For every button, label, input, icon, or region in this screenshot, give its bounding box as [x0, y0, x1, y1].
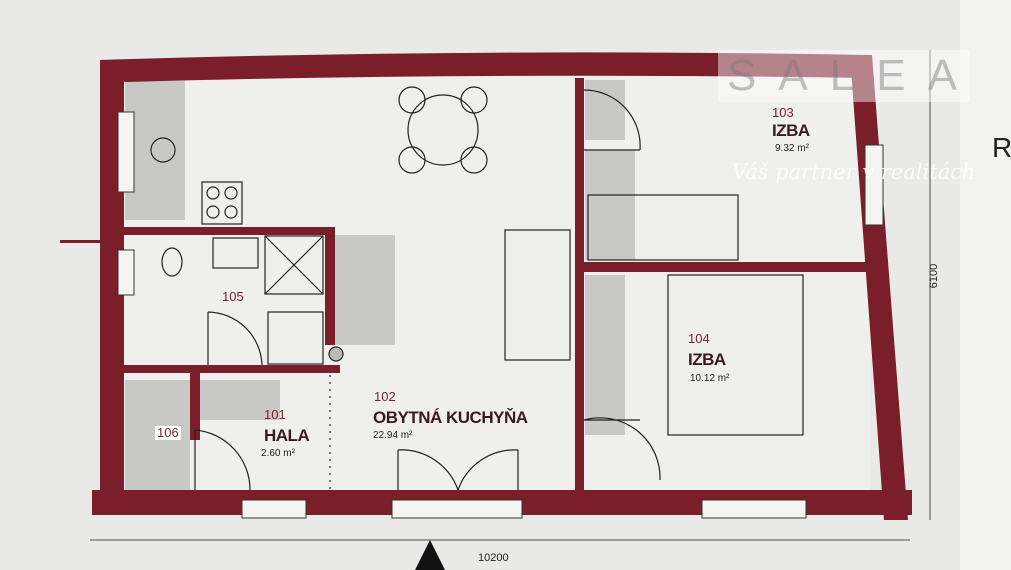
- hall-wall: [190, 365, 200, 440]
- window: [117, 249, 135, 296]
- room-104-name: IZBA: [688, 350, 726, 369]
- room-104-number: 104: [688, 331, 710, 346]
- section-line: [60, 240, 120, 243]
- stove: [201, 181, 243, 225]
- logo-letter: A: [927, 51, 961, 100]
- window: [241, 499, 307, 519]
- logo-letter: S: [727, 51, 761, 100]
- toilet: [161, 247, 183, 277]
- logo-letter: A: [778, 51, 812, 100]
- door: [207, 311, 263, 366]
- shower: [264, 235, 324, 295]
- logo-letter: E: [876, 51, 910, 100]
- room-102-area: 22.94 m²: [373, 430, 413, 441]
- door: [397, 449, 459, 491]
- window: [864, 144, 884, 226]
- room-103-number: 103: [772, 105, 794, 120]
- partition-wall-rooms: [578, 262, 868, 272]
- room-101-area: 2.60 m²: [261, 448, 295, 459]
- boiler: [328, 346, 344, 362]
- room-102-number: 102: [374, 389, 396, 404]
- washing-machine: [267, 311, 324, 365]
- partition-wall-vertical: [575, 78, 584, 490]
- watermark-tagline: Váš partner v realitách: [732, 160, 976, 184]
- wardrobe-lamp: [150, 137, 176, 163]
- depth-dimension: 6100: [928, 263, 941, 289]
- room-101-name: HALA: [264, 426, 310, 445]
- room-106-number: 106: [155, 425, 181, 440]
- window: [117, 111, 135, 193]
- shadows: [125, 80, 635, 490]
- room-105-number: 105: [222, 289, 244, 304]
- door: [194, 429, 251, 491]
- floor-area: [120, 75, 870, 495]
- room-103-name: IZBA: [772, 121, 810, 140]
- window: [391, 499, 523, 519]
- sofa: [504, 229, 571, 361]
- side-label: R: [992, 132, 1011, 163]
- logo-letter: L: [829, 51, 859, 100]
- bath-wall-bottom: [120, 365, 340, 373]
- bath-wall-top: [120, 227, 335, 235]
- dining-table: [407, 94, 479, 166]
- watermark-logo: S A L E A: [718, 50, 970, 102]
- desk: [587, 194, 739, 261]
- door: [457, 449, 519, 491]
- bed: [667, 274, 804, 436]
- door: [583, 417, 661, 481]
- door: [583, 89, 641, 151]
- sink: [212, 237, 259, 269]
- width-dimension: 10200: [478, 552, 509, 564]
- room-101-number: 101: [264, 407, 286, 422]
- bath-wall-right: [325, 227, 335, 345]
- room-103-area: 9.32 m²: [775, 143, 809, 154]
- room-104-area: 10.12 m²: [690, 373, 730, 384]
- window: [701, 499, 807, 519]
- room-102-name: OBYTNÁ KUCHYŇA: [373, 408, 528, 427]
- north-arrow-icon: [415, 540, 445, 570]
- top-wall: [100, 52, 870, 82]
